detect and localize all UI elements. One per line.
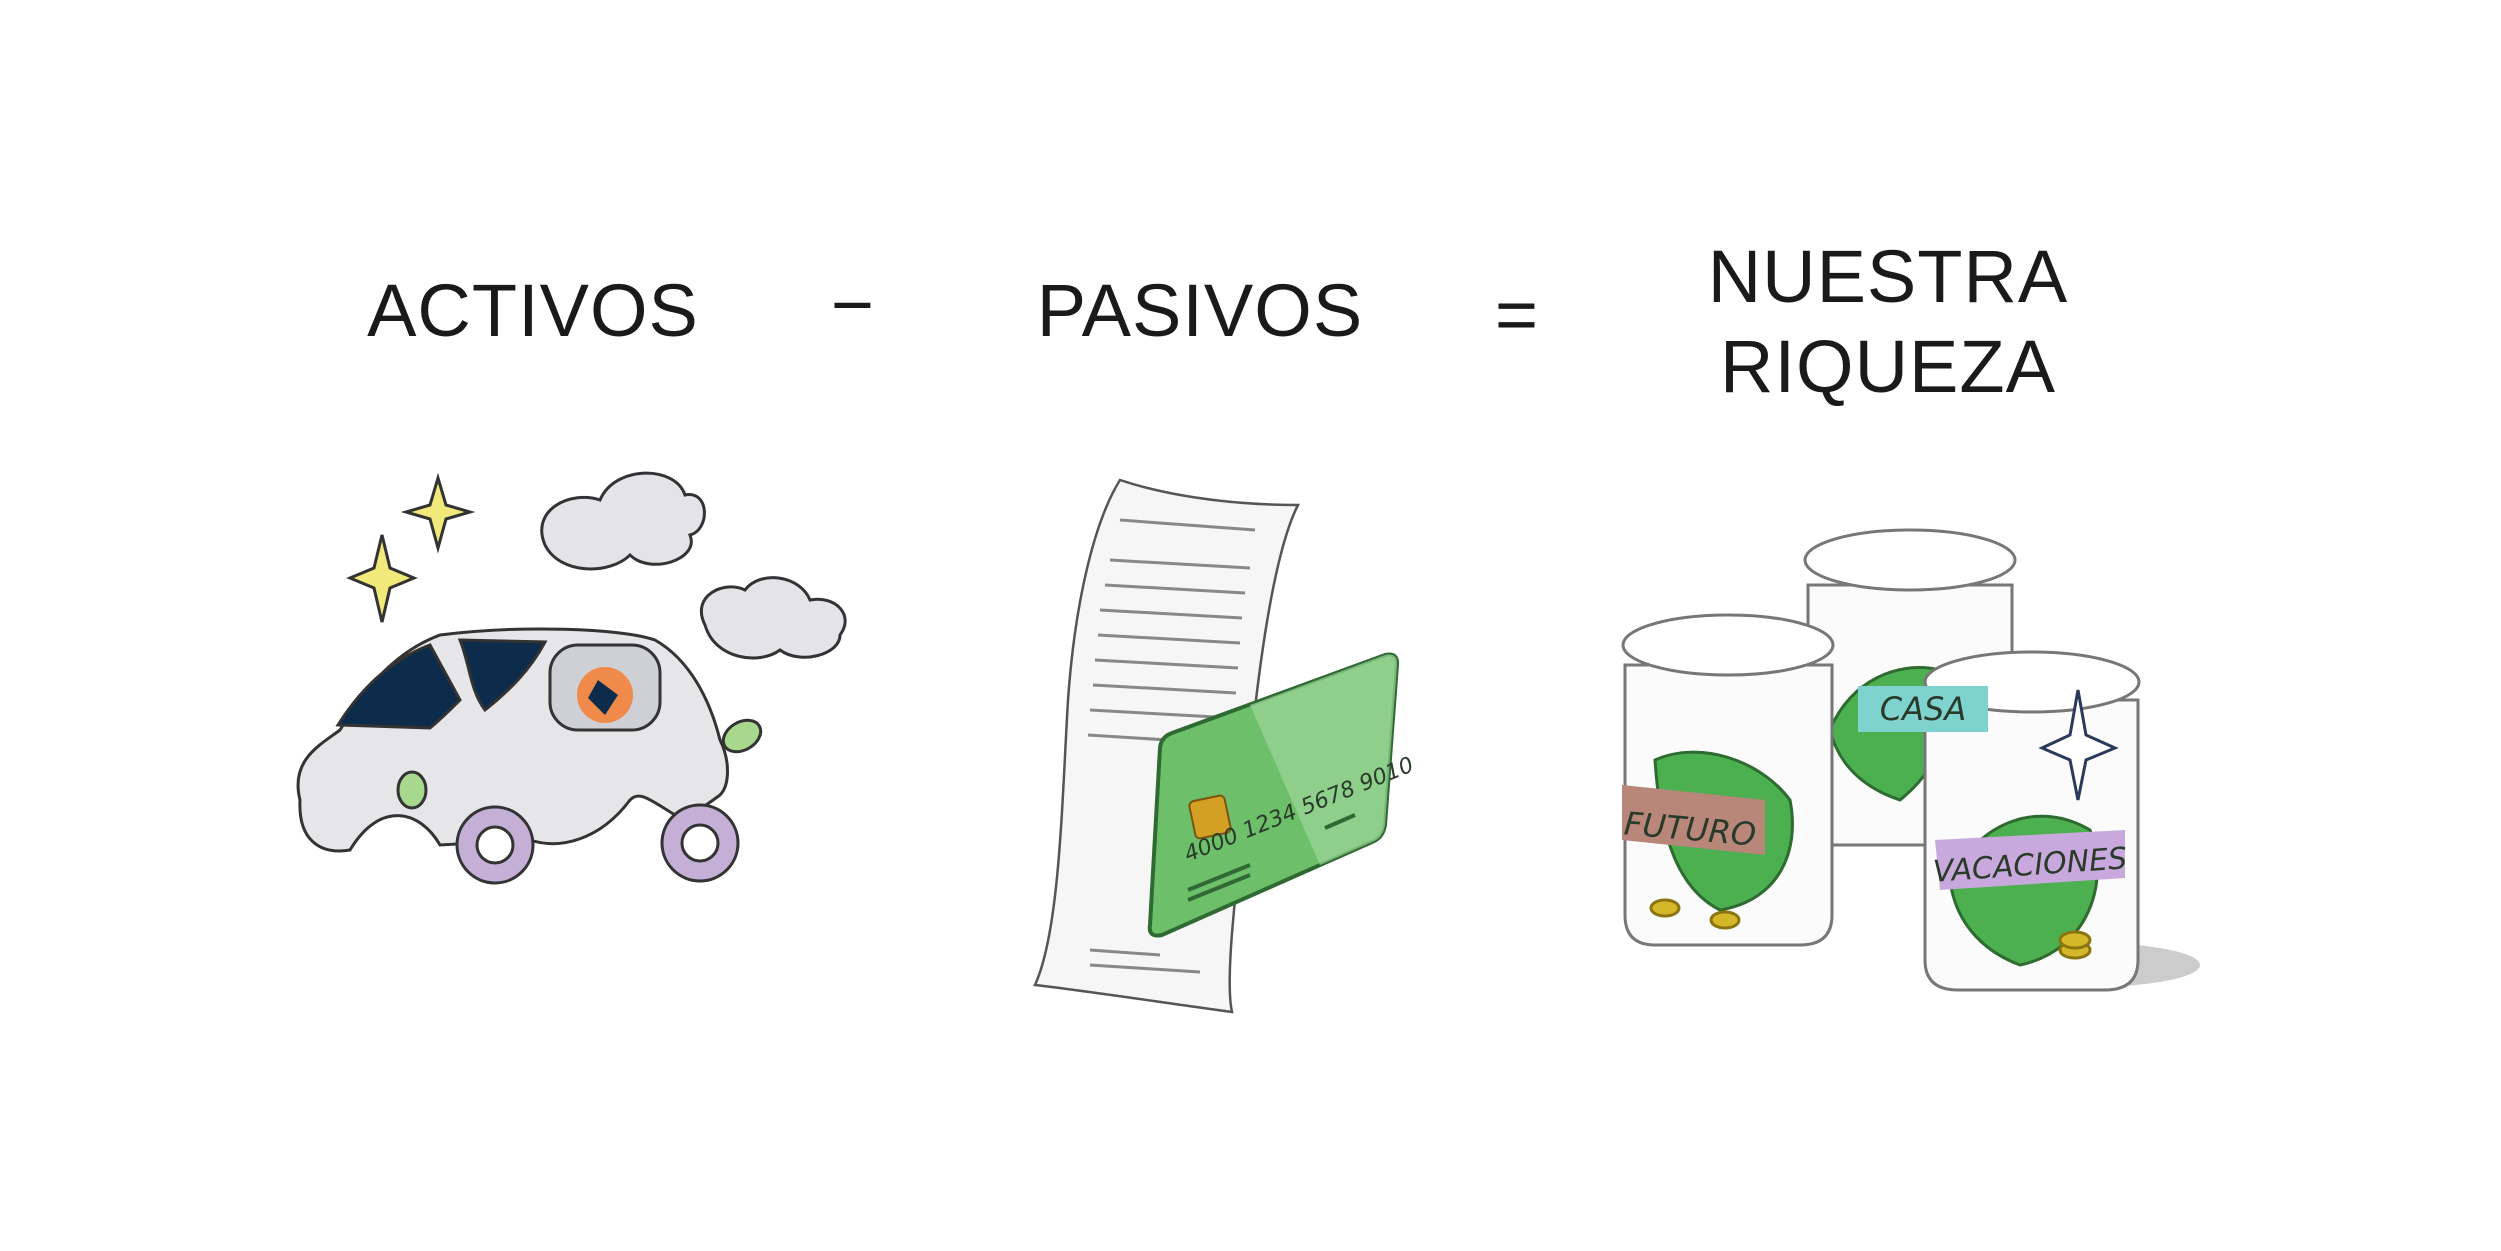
activos-label: ACTIVOS [367,269,699,352]
sparkle-icon [400,472,476,554]
equals-operator: = [1495,273,1539,356]
pasivos-label: PASIVOS [1037,269,1363,352]
savings-jars-illustration: FUTURO VACACIONES CASA [1621,528,2200,992]
jar-vacaciones: VACACIONES [1923,650,2200,992]
result-label-line2: RIQUEZA [1720,325,2056,408]
car-illustration [296,471,847,885]
jar-futuro: FUTURO [1621,613,1835,947]
sparkle-icon [2038,689,2119,801]
cloud-icon [540,471,706,571]
credit-card-illustration: 4000 1234 5678 9010 [1147,652,1417,938]
jar-casa-label: CASA [1858,686,1988,732]
cloud-icon [699,576,847,660]
jar-label-casa: CASA [1880,690,1966,728]
minus-operator: − [831,263,875,346]
sparkle-icon [346,534,418,623]
result-label-line1: NUESTRA [1708,235,2069,318]
